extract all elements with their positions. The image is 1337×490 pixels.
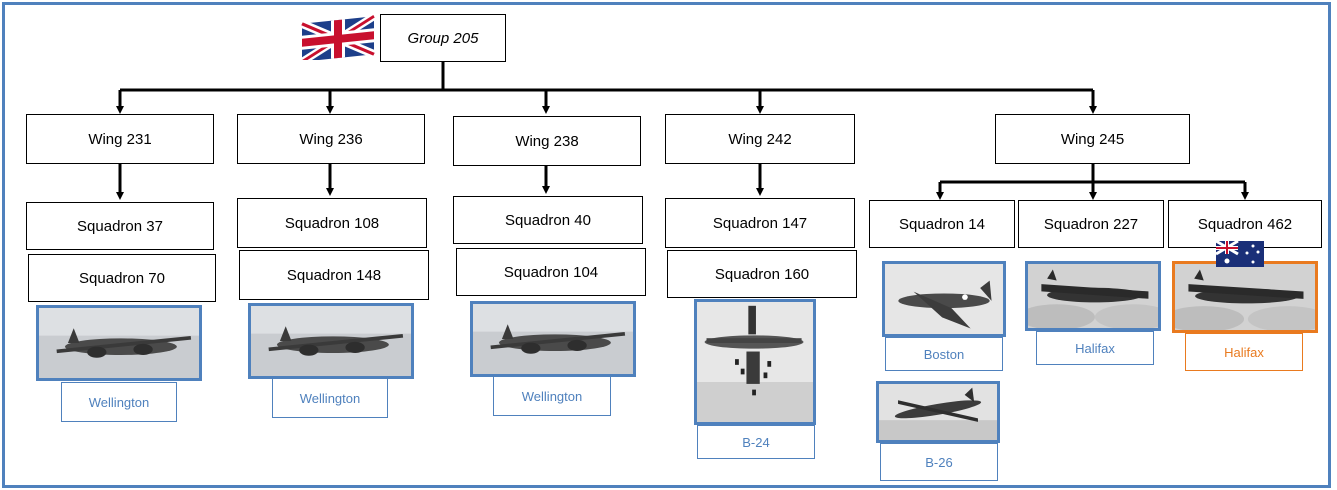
wing-238-node: Wing 238 (453, 116, 641, 166)
wing-245-node: Wing 245 (995, 114, 1190, 164)
halifax-photo-227 (1025, 261, 1161, 331)
group-205-node: Group 205 (380, 14, 506, 62)
wellington-photo-231 (36, 305, 202, 381)
wing-236-node: Wing 236 (237, 114, 425, 164)
squadron-147-node: Squadron 147 (665, 198, 855, 248)
aircraft-caption-wing-231: Wellington (61, 382, 177, 422)
squadron-148-node: Squadron 148 (239, 250, 429, 300)
halifax-photo-462 (1172, 261, 1318, 333)
squadron-104-node: Squadron 104 (456, 248, 646, 296)
squadron-108-node: Squadron 108 (237, 198, 427, 248)
b26-photo (876, 381, 1000, 443)
aircraft-caption-b26: B-26 (880, 443, 998, 481)
squadron-160-node: Squadron 160 (667, 250, 857, 298)
aircraft-caption-wing-238: Wellington (493, 376, 611, 416)
squadron-227-node: Squadron 227 (1018, 200, 1164, 248)
squadron-40-node: Squadron 40 (453, 196, 643, 244)
squadron-70-node: Squadron 70 (28, 254, 216, 302)
squadron-14-node: Squadron 14 (869, 200, 1015, 248)
wellington-photo-236 (248, 303, 414, 379)
australian-flag-icon (1215, 239, 1264, 267)
aircraft-caption-halifax-462: Halifax (1185, 333, 1303, 371)
wing-242-node: Wing 242 (665, 114, 855, 164)
squadron-462-node: Squadron 462 (1168, 200, 1322, 248)
aircraft-caption-wing-242: B-24 (697, 425, 815, 459)
wellington-photo-238 (470, 301, 636, 377)
aircraft-caption-boston: Boston (885, 337, 1003, 371)
squadron-37-node: Squadron 37 (26, 202, 214, 250)
aircraft-caption-halifax-227: Halifax (1036, 331, 1154, 365)
wing-231-node: Wing 231 (26, 114, 214, 164)
aircraft-caption-wing-236: Wellington (272, 378, 388, 418)
b24-photo (694, 299, 816, 425)
boston-photo (882, 261, 1006, 337)
union-jack-flag-icon (300, 14, 376, 60)
